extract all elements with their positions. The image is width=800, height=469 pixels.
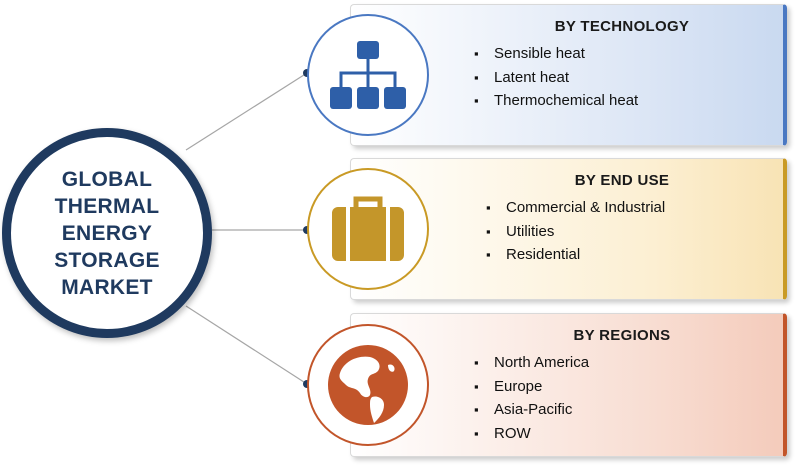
list-item: Thermochemical heat [474,89,638,113]
segment-end-use-title: BY END USE [574,172,670,189]
list-item: Sensible heat [474,42,638,66]
regions-icon-circle [307,324,429,446]
list-item: North America [474,351,589,375]
globe-icon [328,345,408,425]
market-hub-circle: GLOBAL THERMAL ENERGY STORAGE MARKET [2,128,212,338]
market-title: GLOBAL THERMAL ENERGY STORAGE MARKET [54,167,160,299]
end-use-icon-circle [307,168,429,290]
list-item: Residential [486,243,665,267]
connector-technology [185,72,308,151]
segment-regions-title: BY REGIONS [573,327,671,344]
list-item: Asia-Pacific [474,398,589,422]
connector-regions [185,305,308,385]
segment-end-use-list: Commercial & Industrial Utilities Reside… [486,196,665,267]
technology-icon-circle [307,14,429,136]
list-item: Utilities [486,220,665,244]
list-item: Latent heat [474,66,638,90]
briefcase-icon [332,196,404,261]
segment-technology-title: BY TECHNOLOGY [554,18,690,35]
segment-technology-list: Sensible heat Latent heat Thermochemical… [474,42,638,113]
list-item: ROW [474,422,589,446]
list-item: Europe [474,375,589,399]
segment-regions-list: North America Europe Asia-Pacific ROW [474,351,589,445]
hierarchy-icon [330,41,406,109]
list-item: Commercial & Industrial [486,196,665,220]
